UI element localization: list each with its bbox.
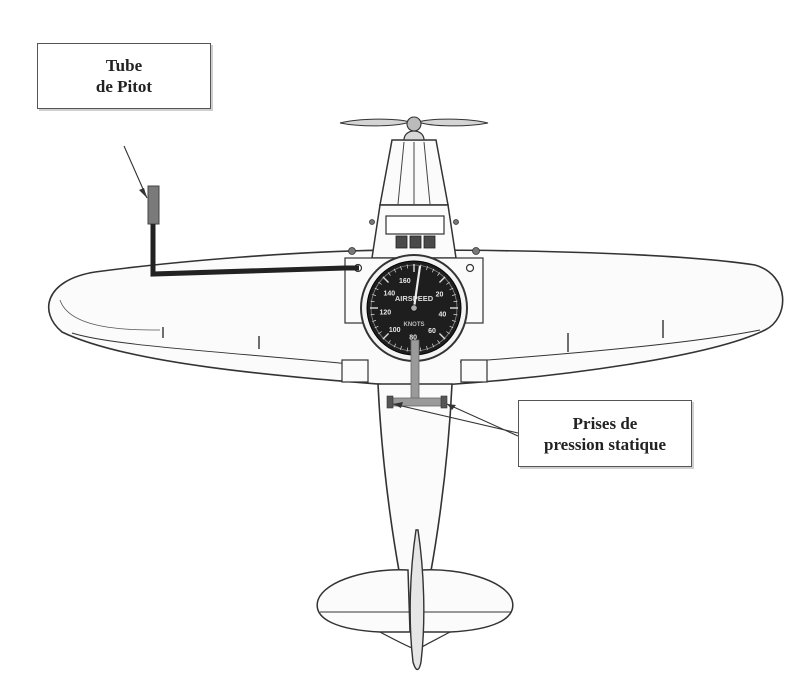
gauge-tick-label: 160 bbox=[399, 278, 411, 285]
gauge-hub bbox=[410, 304, 418, 312]
wing-marks bbox=[162, 320, 664, 352]
gauge-tick bbox=[437, 340, 441, 344]
gauge-tick bbox=[374, 287, 379, 291]
gauge-tick bbox=[400, 266, 402, 271]
pitot-tubing bbox=[150, 224, 359, 277]
pitot-tube-label: Tube de Pitot bbox=[37, 43, 211, 109]
gauge-tick bbox=[400, 345, 402, 350]
gauge-tick bbox=[387, 272, 391, 276]
static-label-line2: pression statique bbox=[543, 434, 666, 454]
gauge-tick bbox=[449, 325, 454, 329]
right-wing-fairing bbox=[460, 359, 488, 383]
panel-port-right bbox=[465, 263, 475, 273]
left-wing-fairing bbox=[341, 359, 369, 383]
gauge-tick bbox=[431, 343, 435, 348]
gauge-tick bbox=[382, 276, 390, 284]
gauge-tick bbox=[374, 325, 379, 329]
gauge-tick bbox=[446, 331, 450, 335]
gauge-tick-label: 60 bbox=[428, 328, 436, 335]
gauge-tick-label: 100 bbox=[389, 327, 401, 334]
pitot-tube bbox=[147, 185, 160, 225]
gauge-tick-marks bbox=[370, 264, 458, 352]
gauge-tick bbox=[426, 266, 428, 271]
left-flap-line bbox=[71, 332, 351, 365]
gauge-tick bbox=[426, 345, 428, 350]
cockpit-studs bbox=[348, 219, 480, 255]
gauge-tick bbox=[378, 331, 382, 335]
gauge-tick bbox=[406, 264, 409, 269]
pitot-label-line1: Tube bbox=[105, 56, 143, 75]
static-port-left bbox=[386, 395, 394, 409]
spinner bbox=[403, 130, 425, 141]
gauge-tick bbox=[431, 268, 435, 273]
gauge-tick-labels: 20 40 60 80 100 120 140 160 bbox=[379, 278, 446, 342]
gauge-tick bbox=[393, 343, 397, 348]
right-flap-line bbox=[459, 329, 761, 363]
static-pointer-arrows bbox=[392, 402, 519, 437]
gauge-tick bbox=[451, 294, 456, 296]
gauge-tick bbox=[378, 281, 382, 285]
gauge-needle bbox=[412, 265, 422, 309]
static-label-line1: Prises de bbox=[572, 413, 638, 433]
pitot-pointer-arrow bbox=[123, 145, 148, 199]
gauge-tick bbox=[453, 300, 458, 303]
gauge-tick-label: 140 bbox=[383, 290, 395, 297]
cowling-lines bbox=[397, 141, 431, 205]
static-ports-label: Prises de pression statique bbox=[518, 400, 692, 467]
gauge-tick bbox=[438, 276, 446, 284]
gauge-tick-label: 40 bbox=[439, 311, 447, 318]
gauge-tick bbox=[437, 272, 441, 276]
gauge-tick bbox=[438, 332, 446, 340]
pitot-label-line2: de Pitot bbox=[95, 77, 153, 96]
gauge-tick bbox=[446, 281, 450, 285]
gauge-tick bbox=[370, 300, 375, 303]
gauge-tick bbox=[393, 268, 397, 273]
propeller bbox=[339, 116, 489, 132]
static-tube-vertical bbox=[410, 339, 420, 401]
gauge-tick bbox=[453, 313, 458, 316]
gauge-tick bbox=[387, 340, 391, 344]
gauge-tick-label: 120 bbox=[379, 310, 391, 317]
horizontal-stabilizer bbox=[316, 569, 514, 633]
vertical-fin bbox=[409, 529, 425, 671]
gauge-tick bbox=[449, 287, 454, 291]
cockpit-windows bbox=[395, 235, 436, 249]
windshield-frame bbox=[385, 215, 445, 235]
gauge-tick bbox=[451, 320, 456, 322]
static-port-right bbox=[440, 395, 448, 409]
gauge-tick bbox=[370, 313, 375, 316]
gauge-tick-label: 20 bbox=[436, 292, 444, 299]
gauge-tick bbox=[372, 320, 377, 322]
gauge-tick bbox=[382, 332, 390, 340]
gauge-tick bbox=[372, 294, 377, 296]
gauge-tick bbox=[406, 347, 409, 352]
gauge-tick bbox=[419, 347, 422, 352]
gauge-tick-label: 80 bbox=[409, 334, 417, 341]
gauge-unit: KNOTS bbox=[404, 322, 425, 328]
left-aileron-line bbox=[59, 299, 161, 331]
